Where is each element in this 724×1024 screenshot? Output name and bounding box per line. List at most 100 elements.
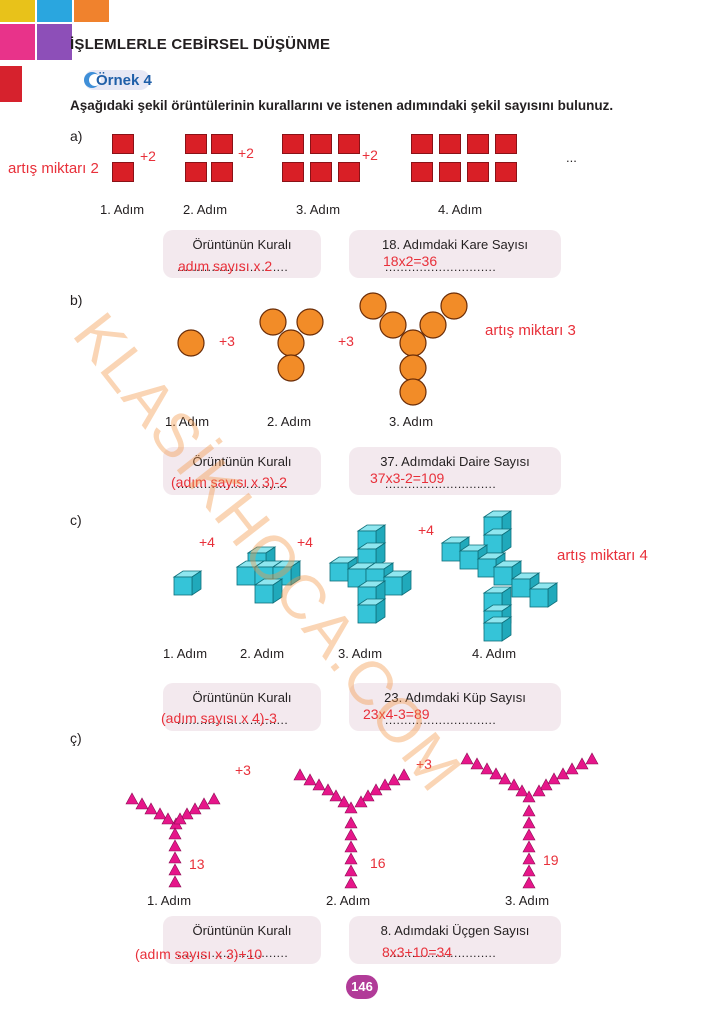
question-title: 18. Adımdaki Kare Sayısı [382, 237, 528, 252]
section-c-rule-box: Örüntünün Kuralı .......................… [161, 683, 321, 731]
square [338, 162, 360, 182]
section-c-note: artış miktarı 4 [557, 547, 648, 564]
corner-tab-purple [37, 24, 72, 60]
answer-dots: ............................. [177, 477, 289, 491]
square [310, 134, 332, 154]
section-a-note: artış miktarı 2 [8, 160, 99, 177]
square [338, 134, 360, 154]
section-b-question-box: 37. Adımdaki Daire Sayısı ..............… [349, 447, 561, 495]
circle-pattern-figure [177, 292, 468, 406]
section-c-increment: +4 [418, 522, 434, 538]
section-a-question-box: 18. Adımdaki Kare Sayısı ...............… [349, 230, 561, 278]
section-a-increment: +2 [140, 148, 156, 164]
square [112, 134, 134, 154]
question-answer: 8x3+10=34 [382, 944, 453, 960]
rule-answer: adım sayısı x 2 [178, 258, 273, 274]
section-a-increment: +2 [362, 147, 378, 163]
square [495, 134, 517, 154]
section-b-step-label: 3. Adım [389, 414, 434, 429]
instruction-text: Aşağıdaki şekil örüntülerinin kuralların… [70, 98, 614, 113]
answer-dots: ............................. [177, 713, 289, 727]
question-answer: 37x3-2=109 [370, 470, 445, 486]
rule-answer: (adım sayısı x 4)-3 [161, 710, 277, 726]
chapter-title: İŞLEMLERLE CEBİRSEL DÜŞÜNME [70, 36, 331, 53]
section-d-rule-box: Örüntünün Kuralı .......................… [135, 916, 321, 964]
answer-dots: ............................. [177, 260, 289, 274]
corner-tab-red [0, 66, 22, 102]
example-label: Örnek 4 [96, 72, 152, 89]
square [211, 134, 233, 154]
section-c-increment: +4 [199, 534, 215, 550]
section-c-question-box: 23. Adımdaki Küp Sayısı ................… [349, 683, 561, 731]
section-d-step-label: 3. Adım [505, 893, 550, 908]
section-a-label: a) [70, 128, 83, 144]
question-title: 23. Adımdaki Küp Sayısı [384, 690, 526, 705]
rule-title: Örüntünün Kuralı [192, 237, 292, 252]
section-c-step-label: 2. Adım [240, 646, 285, 661]
section-b-note: artış miktarı 3 [485, 322, 576, 339]
square [467, 162, 489, 182]
section-d-step-label: 2. Adım [326, 893, 371, 908]
corner-tab-yellow [0, 0, 35, 22]
square [411, 162, 433, 182]
square [282, 134, 304, 154]
section-b-increment: +3 [219, 333, 235, 349]
answer-dots: ............................. [385, 713, 497, 727]
question-title: 8. Adımdaki Üçgen Sayısı [380, 923, 530, 938]
section-d-label: ç) [70, 730, 82, 746]
square [310, 162, 332, 182]
cube-pattern-figure [173, 510, 558, 642]
section-c-increment: +4 [297, 534, 313, 550]
section-b-rule-box: Örüntünün Kuralı .......................… [163, 447, 321, 495]
rule-answer: (adım sayısı x 3)-2 [171, 474, 287, 490]
corner-tab-pink [0, 24, 35, 60]
answer-dots: ............................. [385, 946, 497, 960]
answer-dots: ............................. [385, 477, 497, 491]
square [185, 162, 207, 182]
section-a-rule-box: Örüntünün Kuralı .......................… [163, 230, 321, 278]
section-b-step-label: 2. Adım [267, 414, 312, 429]
square [495, 162, 517, 182]
section-a-step-label: 2. Adım [183, 202, 228, 217]
section-a-step-label: 4. Adım [438, 202, 483, 217]
square [282, 162, 304, 182]
square [439, 162, 461, 182]
example-badge-icon [84, 70, 150, 90]
corner-tab-blue [37, 0, 72, 22]
square [411, 134, 433, 154]
section-b-step-label: 1. Adım [165, 414, 210, 429]
section-c-step-label: 1. Adım [163, 646, 208, 661]
section-a-ellipsis: ... [566, 150, 577, 165]
rule-title: Örüntünün Kuralı [192, 690, 292, 705]
section-d-step-label: 1. Adım [147, 893, 192, 908]
section-c-step-label: 4. Adım [472, 646, 517, 661]
rule-answer: (adım sayısı x 3)+10 [135, 946, 263, 962]
section-b-increment: +3 [338, 333, 354, 349]
section-a-step-label: 1. Adım [100, 202, 145, 217]
square [211, 162, 233, 182]
rule-title: Örüntünün Kuralı [192, 923, 292, 938]
section-a-step-label: 3. Adım [296, 202, 341, 217]
section-c-label: c) [70, 512, 82, 528]
answer-dots: ............................. [385, 260, 497, 274]
corner-tab-orange [74, 0, 109, 22]
section-d-question-box: 8. Adımdaki Üçgen Sayısı ...............… [349, 916, 561, 964]
question-answer: 23x4-3=89 [363, 706, 430, 722]
section-c-step-label: 3. Adım [338, 646, 383, 661]
square [467, 134, 489, 154]
section-d-count: 19 [543, 852, 559, 868]
section-d-increment: +3 [235, 762, 251, 778]
square [185, 134, 207, 154]
section-d-increment: +3 [416, 756, 432, 772]
square [439, 134, 461, 154]
section-a-increment: +2 [238, 145, 254, 161]
rule-title: Örüntünün Kuralı [192, 454, 292, 469]
question-title: 37. Adımdaki Daire Sayısı [380, 454, 530, 469]
section-d-count: 13 [189, 856, 205, 872]
square [112, 162, 134, 182]
section-b-label: b) [70, 292, 83, 308]
answer-dots: ............................. [177, 946, 289, 960]
section-d-count: 16 [370, 855, 386, 871]
question-answer: 18x2=36 [383, 253, 438, 269]
page-number: 146 [346, 975, 378, 999]
